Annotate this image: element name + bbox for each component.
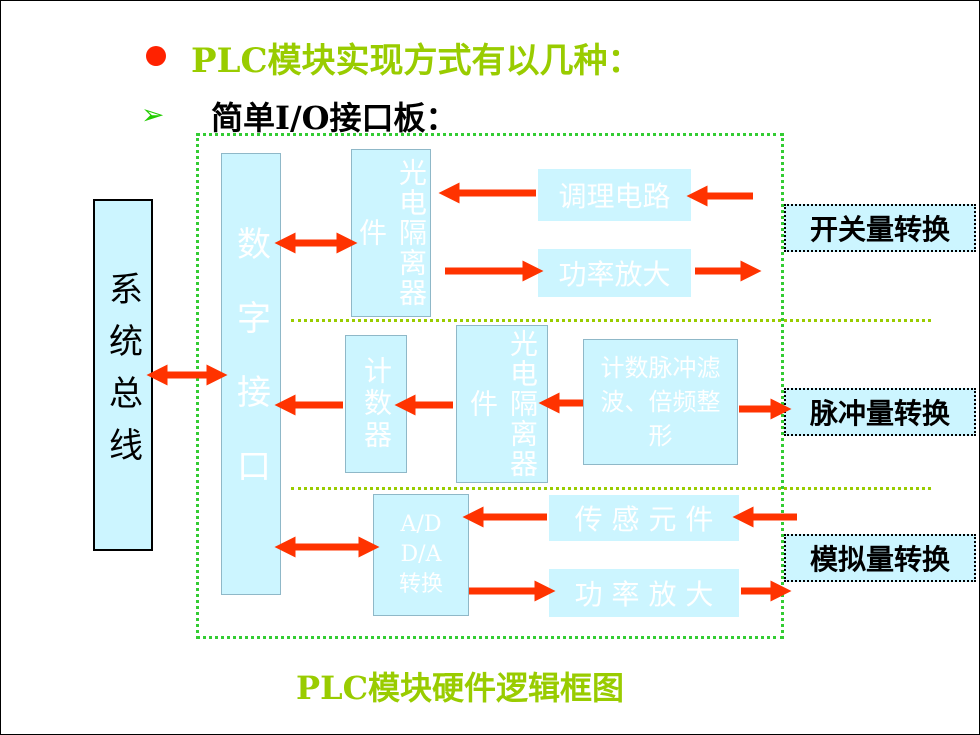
bullet-dot-icon [146,46,166,66]
section-divider [291,319,931,322]
converter-line-ad: A/D [400,512,442,537]
pulse-shaping-box: 计数脉冲滤波、倍频整形 [583,339,738,465]
pulse-conversion-label: 脉冲量转换 [784,388,976,436]
slide-subtitle: 简单I/O接口板： [211,99,458,137]
board-frame [196,133,784,639]
converter-line-convert: 转换 [398,572,443,597]
switch-power-amp-box: 功率放大 [538,249,691,297]
arrow-bullet-icon: ➢ [141,98,165,131]
sensor-element-box: 传 感 元 件 [549,495,739,541]
analog-conversion-label: 模拟量转换 [784,534,976,582]
switch-conversion-label: 开关量转换 [784,204,976,252]
slide-title: PLC模块实现方式有以几种： [191,41,642,81]
ad-da-converter-box: A/D D/A 转换 [373,494,469,616]
section-divider [291,487,931,490]
pulse-opto-isolator-box: 光电隔离器件 [456,325,548,483]
conditioning-circuit-box: 调理电路 [538,169,691,221]
converter-line-da: D/A [400,542,442,567]
switch-opto-isolator-box: 光电隔离器件 [351,149,431,317]
diagram-caption: PLC模块硬件逻辑框图 [296,669,625,707]
analog-power-amp-box: 功 率 放 大 [549,569,739,617]
system-bus-box: 系统总线 [93,199,153,551]
